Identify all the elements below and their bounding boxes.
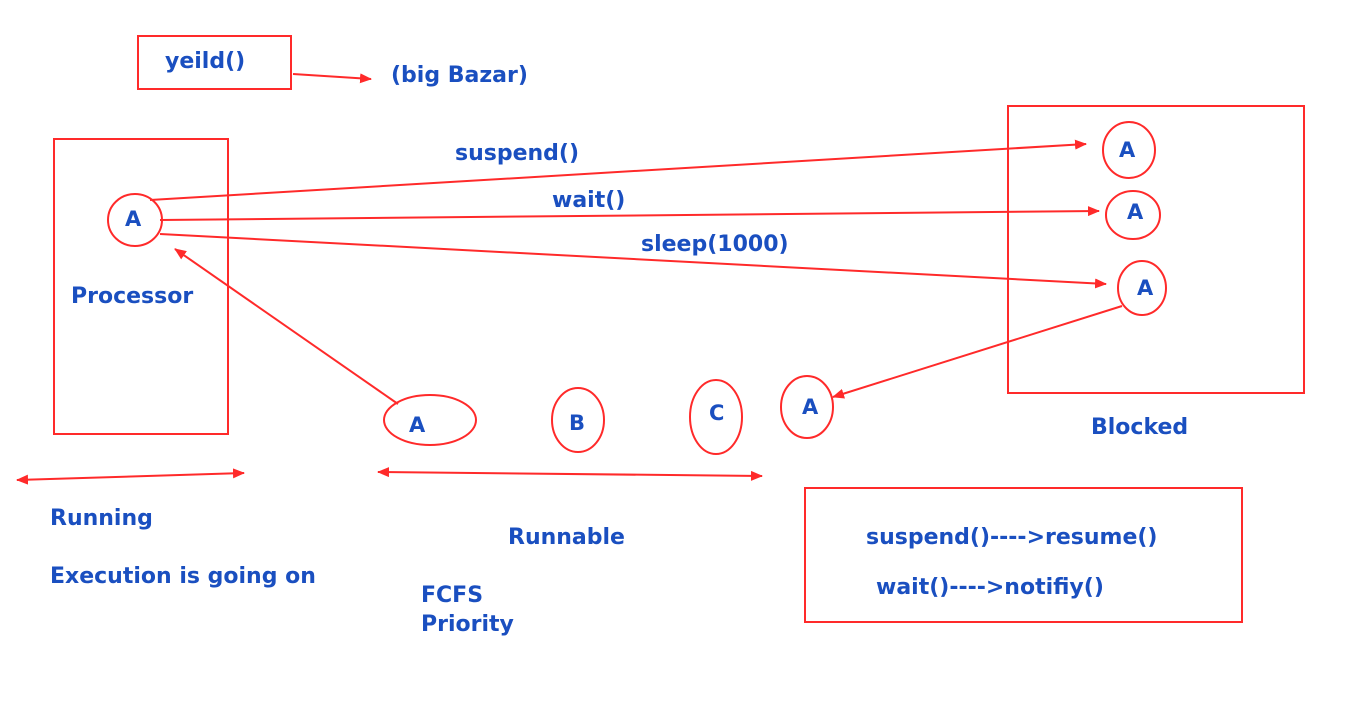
dispatch-arrow (174, 248, 399, 405)
runnable-b-letter: B (569, 411, 586, 435)
blocked-suspend-letter: A (1119, 138, 1136, 162)
priority-label: Priority (421, 612, 514, 637)
blocked-suspend-circle (1102, 121, 1156, 179)
suspend-arrow (149, 139, 1087, 201)
wait-label: wait() (552, 188, 626, 213)
runnable-a-letter: A (409, 413, 426, 437)
sleep-arrow (159, 233, 1107, 289)
runnable-c-letter: C (709, 401, 725, 425)
yield-box (137, 35, 292, 90)
suspend-label: suspend() (455, 141, 580, 166)
fcfs-label: FCFS (421, 583, 484, 608)
running-span-arrow (16, 468, 245, 485)
released-thread-circle (780, 375, 834, 439)
blocked-sleep-letter: A (1137, 276, 1154, 300)
runnable-c-circle (689, 379, 743, 455)
sleep-label: sleep(1000) (641, 232, 789, 257)
processor-label: Processor (71, 284, 194, 309)
runnable-span-arrow (377, 467, 763, 481)
blocked-box (1007, 105, 1305, 394)
runnable-label: Runnable (508, 525, 625, 550)
blocked-label: Blocked (1091, 415, 1189, 440)
execution-label: Execution is going on (50, 564, 316, 589)
release-arrow (832, 305, 1123, 399)
runnable-b-circle (551, 387, 605, 453)
processor-thread-letter: A (125, 207, 142, 231)
yield-arrow (292, 73, 372, 84)
resume-notify-box (804, 487, 1243, 623)
wait-notify-label: wait()---->notifiy() (876, 575, 1104, 600)
yield-label: yeild() (165, 49, 246, 74)
big-bazar-label: (big Bazar) (391, 63, 528, 88)
blocked-wait-letter: A (1127, 200, 1144, 224)
released-thread-letter: A (802, 395, 819, 419)
runnable-a-ellipse (383, 394, 477, 446)
blocked-sleep-circle (1117, 260, 1167, 316)
running-label: Running (50, 506, 153, 531)
suspend-resume-label: suspend()---->resume() (866, 525, 1158, 550)
blocked-wait-circle (1105, 190, 1161, 240)
wait-arrow (159, 206, 1100, 221)
